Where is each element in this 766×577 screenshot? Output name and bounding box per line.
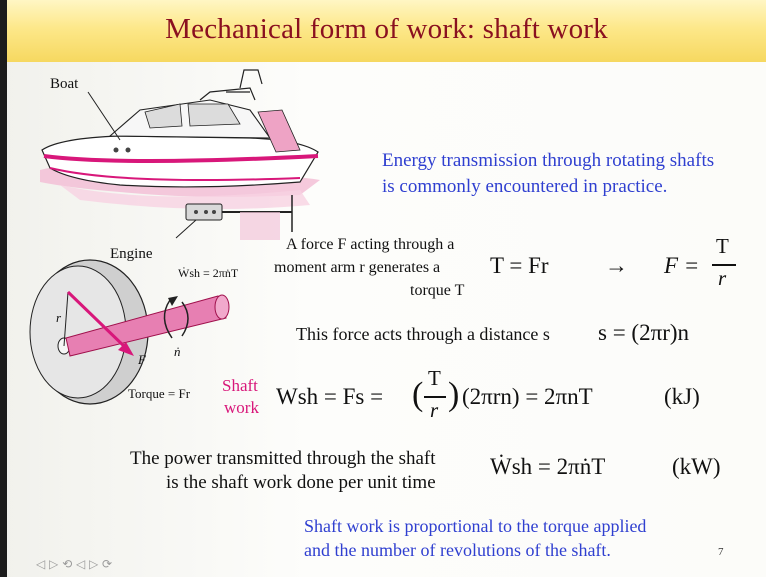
work-unit: (kJ) (664, 384, 700, 409)
work-fraction-bar (424, 396, 446, 398)
conclusion-line-2: and the number of revolutions of the sha… (304, 540, 611, 560)
work-close-paren: ) (448, 376, 460, 413)
slide-title: Mechanical form of work: shaft work (165, 13, 608, 45)
conclusion-line-1: Shaft work is proportional to the torque… (304, 516, 647, 536)
torque-text-3: torque T (410, 282, 465, 299)
slide-navigation-controls[interactable]: ◁ ▷ ⟲ ◁ ▷ ⟳ (36, 557, 113, 571)
power-unit: (kW) (672, 454, 721, 479)
power-equation: Ẇsh = 2πṅT (490, 454, 606, 479)
shaft-work-label-1: Shaft (222, 376, 258, 395)
radius-label: r (56, 310, 62, 325)
title-bar: Mechanical form of work: shaft work (7, 0, 766, 62)
torque-equation: T = Fr (490, 253, 549, 278)
boat-label: Boat (50, 76, 79, 92)
torque-text-1: A force F acting through a (286, 236, 455, 253)
power-text-1: The power transmitted through the shaft (130, 448, 436, 469)
force-equation-numerator: T (716, 234, 729, 258)
slide-left-border (0, 0, 7, 577)
work-fraction-numerator: T (428, 366, 441, 390)
torque-text-2: moment arm r generates a (274, 259, 441, 276)
work-equation-lhs: Wsh = Fs = (276, 384, 384, 409)
force-label: F (138, 352, 146, 367)
engine-label: Engine (110, 246, 153, 262)
force-fraction-bar (712, 264, 736, 266)
work-fraction-denominator: r (430, 398, 439, 422)
shaft-power-fig-label: Ẇsh = 2πṅT (178, 266, 239, 280)
page-number: 7 (718, 546, 724, 558)
intro-line-1: Energy transmission through rotating sha… (382, 150, 715, 171)
shaft-work-label-2: work (224, 398, 259, 417)
work-equation-rhs: (2πrn) = 2πnT (462, 384, 593, 409)
distance-text: This force acts through a distance s (296, 324, 550, 344)
distance-equation: s = (2πr)n (598, 320, 690, 345)
torque-fig-label: Torque = Fr (128, 386, 191, 401)
force-equation-denominator: r (718, 266, 727, 290)
arrow-symbol: → (605, 253, 628, 278)
revolution-label: ṅ (174, 344, 181, 359)
force-equation-lhs: F = (664, 253, 700, 278)
power-text-2: is the shaft work done per unit time (166, 472, 436, 493)
intro-line-2: is commonly encountered in practice. (382, 176, 668, 197)
work-open-paren: ( (412, 376, 424, 413)
